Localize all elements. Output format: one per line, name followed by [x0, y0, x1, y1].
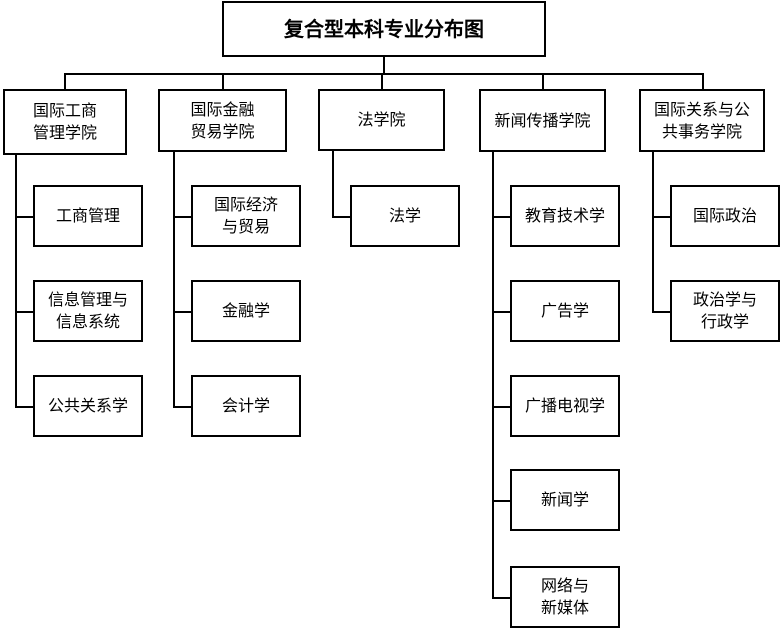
college-box: 国际关系与公 共事务学院 [639, 89, 765, 152]
major-box: 国际经济 与贸易 [191, 185, 301, 247]
connector-line [222, 74, 224, 89]
connector-line [173, 216, 191, 218]
college-box: 国际金融 贸易学院 [158, 89, 287, 152]
major-box: 金融学 [191, 280, 301, 342]
major-box: 工商管理 [33, 185, 143, 247]
connector-line [492, 597, 510, 599]
connector-line [15, 311, 33, 313]
connector-line [64, 74, 66, 89]
chart-title-box: 复合型本科专业分布图 [222, 1, 546, 57]
major-box: 广播电视学 [510, 375, 620, 437]
major-box: 新闻学 [510, 469, 620, 531]
college-box: 法学院 [318, 89, 445, 151]
connector-line [492, 406, 510, 408]
connector-line [64, 73, 704, 75]
connector-line [652, 311, 670, 313]
connector-line [173, 406, 191, 408]
major-box: 法学 [350, 185, 460, 247]
connector-line [173, 152, 175, 407]
connector-line [173, 311, 191, 313]
major-box: 国际政治 [670, 185, 780, 247]
major-box: 网络与 新媒体 [510, 566, 620, 628]
connector-line [381, 74, 383, 89]
connector-line [652, 152, 654, 312]
college-box: 新闻传播学院 [479, 89, 606, 152]
connector-line [702, 74, 704, 89]
major-box: 政治学与 行政学 [670, 280, 780, 342]
major-box: 公共关系学 [33, 375, 143, 437]
connector-line [332, 216, 350, 218]
connector-line [492, 311, 510, 313]
connector-line [542, 74, 544, 89]
major-box: 信息管理与 信息系统 [33, 280, 143, 342]
connector-line [15, 216, 33, 218]
major-box: 教育技术学 [510, 185, 620, 247]
connector-line [652, 216, 670, 218]
connector-line [492, 152, 494, 598]
major-box: 会计学 [191, 375, 301, 437]
connector-line [492, 216, 510, 218]
connector-line [383, 56, 385, 75]
connector-line [15, 406, 33, 408]
connector-line [332, 151, 334, 217]
connector-line [492, 500, 510, 502]
major-box: 广告学 [510, 280, 620, 342]
connector-line [15, 155, 17, 407]
college-box: 国际工商 管理学院 [3, 89, 127, 155]
